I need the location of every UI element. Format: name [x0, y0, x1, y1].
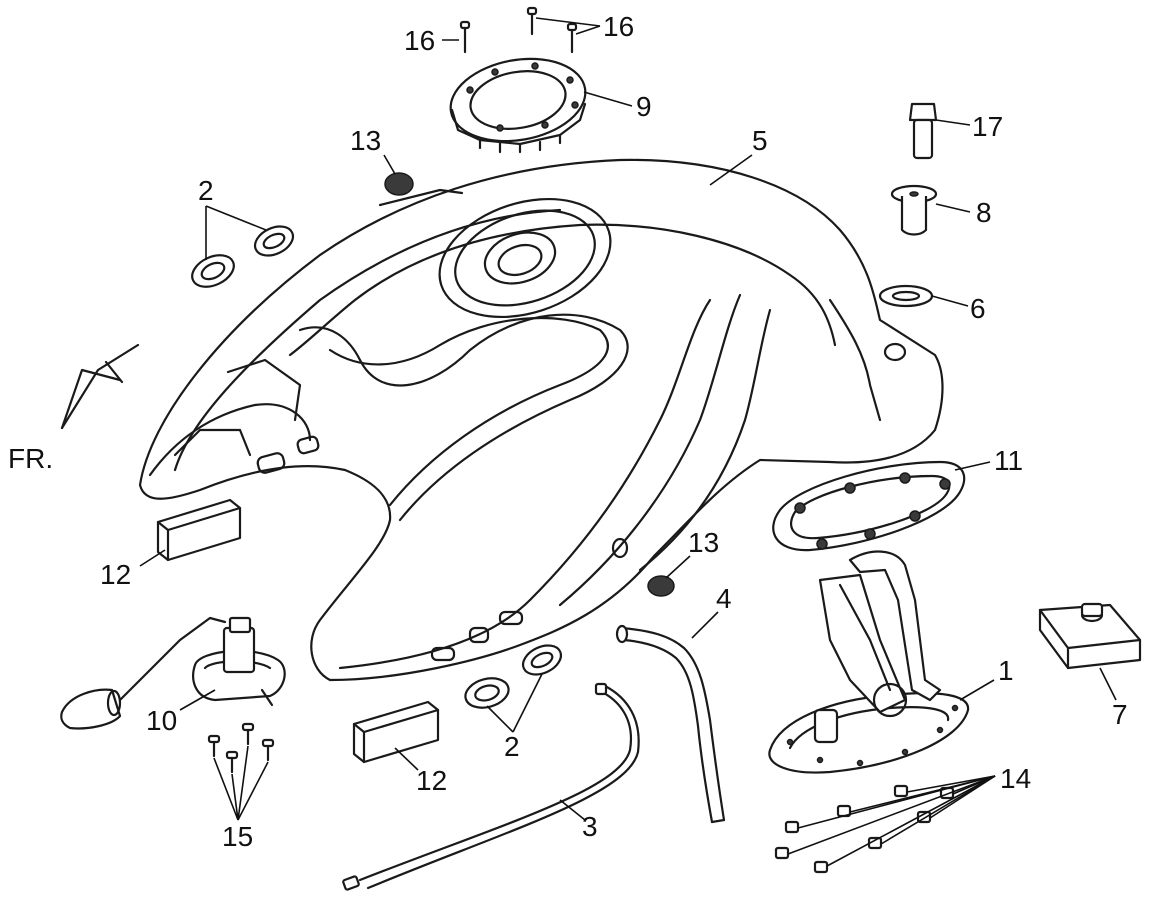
- callout-4: 4: [716, 583, 732, 614]
- part-fuel-tank: [138, 158, 944, 682]
- callout-2-top: 2: [198, 175, 214, 206]
- callout-10: 10: [146, 705, 177, 736]
- part-grommets-2-top: [191, 225, 295, 288]
- part-rubber-13-bottom: [647, 575, 675, 597]
- callout-17: 17: [972, 111, 1003, 142]
- callout-2-bottom: 2: [504, 731, 520, 762]
- part-gasket-11: [772, 460, 966, 552]
- callout-13-top: 13: [350, 125, 381, 156]
- part-fuel-cap: [449, 57, 587, 154]
- callout-12-upper: 12: [100, 559, 131, 590]
- part-collar-8: [890, 184, 938, 236]
- part-rubber-13-top: [384, 172, 414, 196]
- callout-8: 8: [976, 197, 992, 228]
- part-nuts-14: [774, 784, 955, 874]
- front-direction-arrow-icon: [60, 343, 140, 430]
- part-hose-4: [615, 624, 726, 824]
- part-pad-7: [1038, 602, 1142, 670]
- callout-16-right: 16: [603, 11, 634, 42]
- callout-labels: 16 16 9 17 8 6 5 13 2 11 13 4 1 7 12 12 …: [8, 11, 1128, 852]
- part-screws-15: [207, 722, 275, 774]
- callout-9: 9: [636, 91, 652, 122]
- part-pad-12-upper: [156, 498, 242, 562]
- callout-15: 15: [222, 821, 253, 852]
- callout-3: 3: [582, 811, 598, 842]
- callout-13-bottom: 13: [688, 527, 719, 558]
- callout-14: 14: [1000, 763, 1031, 794]
- part-washer-6: [878, 284, 934, 308]
- callout-11: 11: [994, 445, 1023, 476]
- part-fuel-sender-10: [60, 616, 286, 730]
- callout-5: 5: [752, 125, 768, 156]
- part-screws-16: [459, 6, 578, 54]
- part-grommets-2-bottom: [464, 644, 563, 709]
- part-pad-12-lower: [352, 700, 440, 764]
- front-marker-label: FR.: [8, 443, 53, 474]
- callout-16-left: 16: [404, 25, 435, 56]
- callout-7: 7: [1112, 699, 1128, 730]
- part-rod-3: [342, 682, 640, 891]
- leader-lines: [139, 17, 1117, 867]
- part-bolt-17: [908, 102, 938, 160]
- callout-6: 6: [970, 293, 986, 324]
- callout-1: 1: [998, 655, 1014, 686]
- callout-12-lower: 12: [416, 765, 447, 796]
- part-fuel-pump-1: [768, 550, 970, 774]
